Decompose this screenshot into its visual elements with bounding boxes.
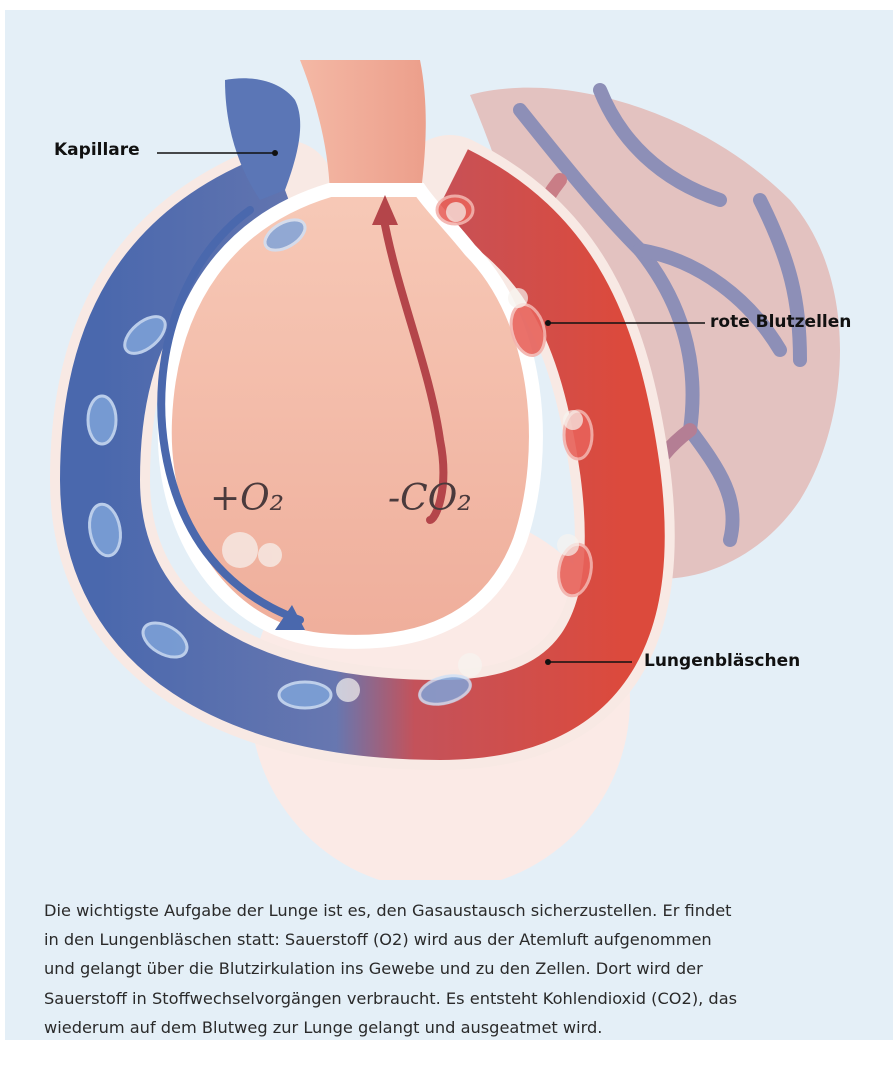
caption-text: Die wichtigste Aufgabe der Lunge ist es,… <box>44 896 874 1042</box>
alveolus-illustration <box>0 0 893 880</box>
label-red-blood-cells: rote Blutzellen <box>710 312 851 332</box>
formula-oxygen: +O₂ <box>210 478 284 519</box>
caption-line: Sauerstoff in Stoffwechselvorgängen verb… <box>44 984 874 1013</box>
label-alveolus: Lungenbläschen <box>644 651 800 671</box>
label-capillary: Kapillare <box>54 140 140 160</box>
formula-carbon-dioxide: -CO₂ <box>388 478 472 519</box>
caption-line: und gelangt über die Blutzirkulation ins… <box>44 954 874 983</box>
caption-line: in den Lungenbläschen statt: Sauerstoff … <box>44 925 874 954</box>
caption-line: wiederum auf dem Blutweg zur Lunge gelan… <box>44 1013 874 1042</box>
caption-line: Die wichtigste Aufgabe der Lunge ist es,… <box>44 896 874 925</box>
